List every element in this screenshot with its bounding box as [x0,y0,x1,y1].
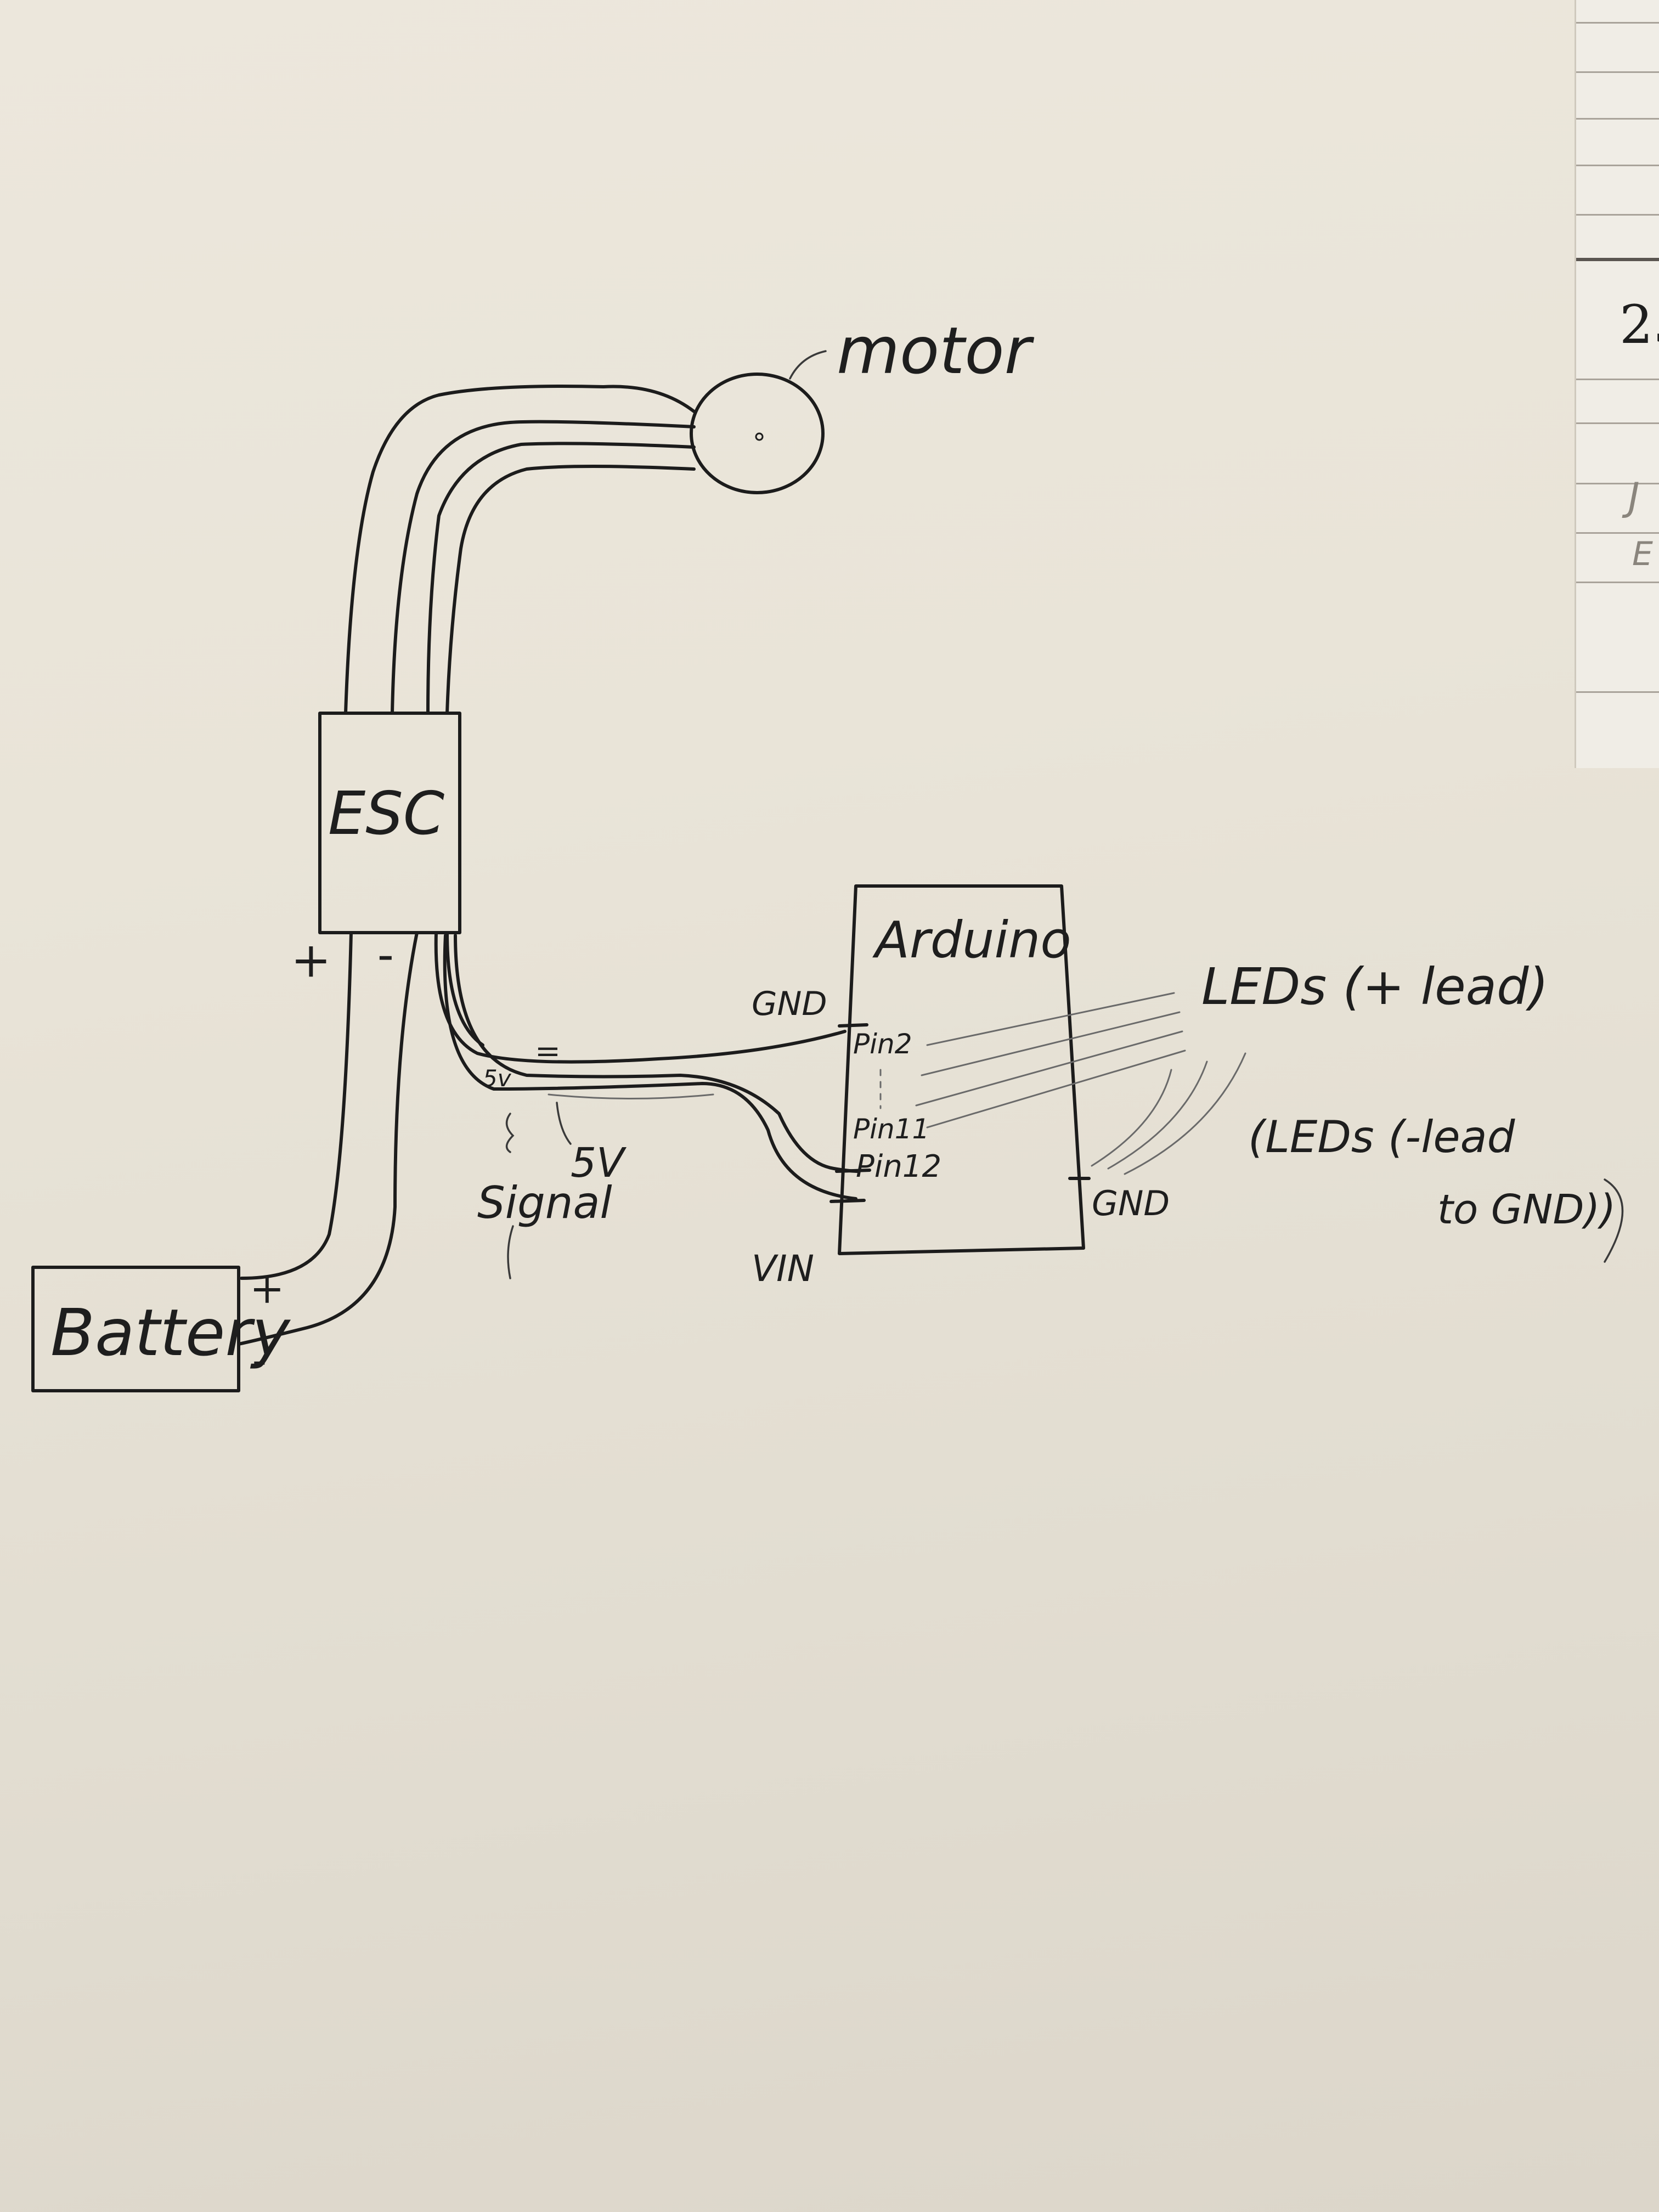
led-minus-line [1091,1069,1172,1167]
pin-tick-gnd [838,1023,868,1028]
led-minus-lead-label-1: (LEDs (-lead [1248,1111,1516,1163]
motor-circle [690,373,825,494]
ruled-line [1576,118,1659,120]
next-page-mark: J [1622,475,1640,520]
ruled-line-dark [1576,258,1659,261]
arduino-gnd-left-label: GND [752,985,827,1023]
led-plus-line [915,1030,1183,1107]
arduino-gnd-right-label: GND [1092,1183,1170,1223]
signal-label: Signal [477,1177,612,1228]
led-plus-line [926,1049,1186,1128]
next-page-mark: E [1632,535,1653,573]
led-plus-line [926,992,1175,1046]
led-minus-line [1107,1060,1208,1170]
esc-signal-wire [454,934,860,1173]
battery-plus-wire-outer [240,931,353,1280]
ruled-line [1576,165,1659,166]
gnd-wire-mark: = [535,1034,561,1069]
ruled-line [1576,483,1659,484]
esc-vin-wire [443,934,857,1200]
signal-label-tail [507,1225,514,1279]
esc-box [318,712,461,934]
ruled-line [1576,582,1659,583]
esc-minus-label: - [377,926,394,983]
next-page-number: 25 [1620,294,1659,356]
led-minus-line [1124,1052,1246,1175]
arduino-pin2-label: Pin2 [853,1028,912,1060]
ruled-line [1576,214,1659,216]
closing-paren-stroke [1604,1178,1624,1263]
arduino-box [838,884,1085,1255]
led-plus-line [921,1011,1181,1076]
motor-label-leader [789,350,827,380]
ruled-line [1576,422,1659,424]
ruled-line [1576,532,1659,534]
esc-gnd-wire [434,931,847,1064]
battery-minus-wire [237,931,419,1346]
pin-tick-pin12 [835,1169,871,1173]
esc-gnd-wire-inner [445,931,484,1047]
next-notebook-page [1575,0,1659,768]
ruled-line [1576,71,1659,73]
motor-label: motor [837,313,1035,388]
ruled-line [1576,379,1659,380]
esc-5v-wire-faint [548,1093,714,1099]
battery-plus-label: + [250,1264,285,1313]
battery-minus-label: - [252,1335,267,1384]
ruled-line [1576,22,1659,24]
arduino-label: Arduino [872,911,1071,969]
motor-shaft-dot [755,432,764,441]
five-v-leader [556,1102,572,1145]
ruled-line [1576,691,1659,693]
battery-box [31,1266,240,1392]
arduino-pin12-label: Pin12 [856,1149,941,1184]
battery-label: Battery [50,1295,291,1370]
motor-wire-a-outer [344,385,696,715]
motor-wire-c [445,465,696,715]
arduino-pin11-label: Pin11 [853,1113,929,1145]
led-minus-lead-label-2: to GND)) [1437,1186,1616,1233]
motor-wire-b [426,442,696,715]
five-v-small-label: 5v [483,1065,512,1092]
esc-plus-label: + [291,932,331,988]
pin-tick-vin [830,1199,866,1203]
led-plus-lead-label: LEDs (+ lead) [1201,957,1548,1016]
signal-leader [505,1113,515,1153]
arduino-vin-label: VIN [752,1248,814,1290]
five-v-label: 5V [571,1139,627,1187]
esc-label: ESC [328,780,445,848]
motor-wire-a-inner [391,420,696,715]
